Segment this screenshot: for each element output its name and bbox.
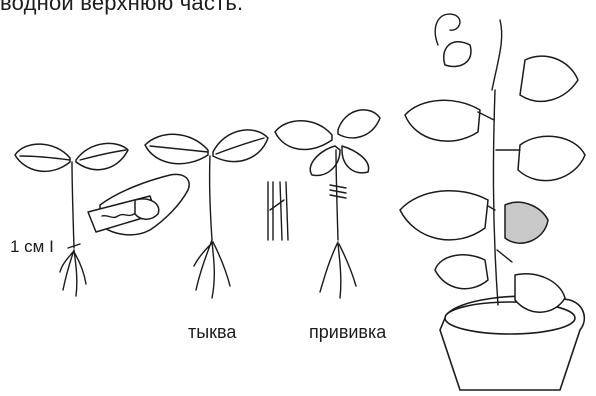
graft-label: прививка [309, 322, 386, 343]
grown-plant-in-pot [400, 14, 585, 390]
grafted-seedling [275, 110, 380, 298]
scale-bar-icon: I [49, 237, 54, 256]
scale-label: 1 см I [10, 237, 54, 257]
pumpkin-label: тыква [188, 322, 236, 343]
hand-with-razor [88, 174, 189, 235]
cut-stems [268, 182, 288, 240]
